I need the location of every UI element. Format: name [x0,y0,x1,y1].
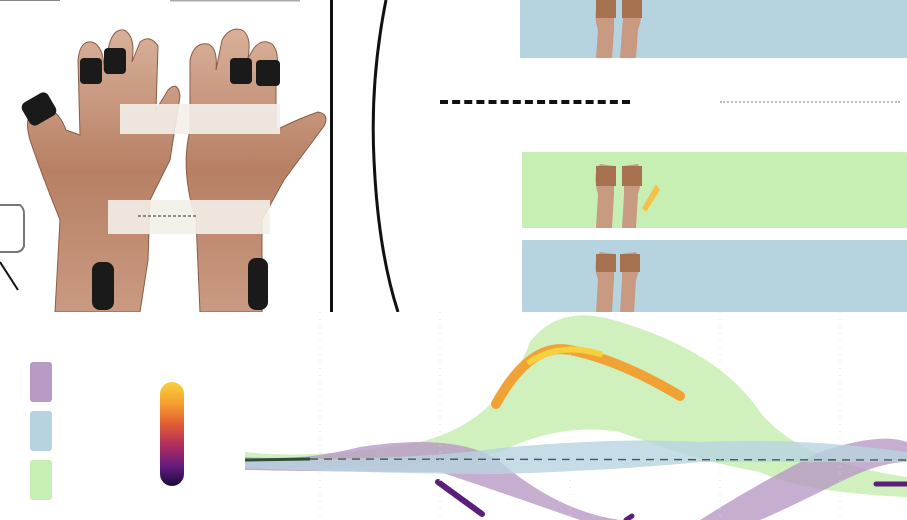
sensor-icon [80,58,102,84]
right-hand [185,28,327,312]
sensor-icon [256,60,280,86]
trajectory-plot [244,312,907,520]
left-hand [21,29,181,312]
timeline-bar-top [520,0,907,58]
timeline-bar-middle [522,152,907,228]
hands-thumbnail [595,252,640,312]
hands-thumbnail [595,164,660,228]
hands-thumbnail [595,0,642,58]
legend-swatch-purple [30,362,52,402]
sensor-icon [92,262,114,310]
timeline-divider-dotted [720,101,900,107]
legend-swatch-blue [30,411,52,451]
hands-illustration [0,0,332,312]
timeline-divider-dashed [440,100,630,108]
panel-divider [330,0,333,312]
trajectory-curve-purple [435,479,485,517]
tape-band [120,104,280,134]
sensor-icon [21,92,57,126]
band-blue [245,440,907,474]
tape-band [108,200,270,234]
sensor-icon [104,48,126,74]
sensor-icon [230,58,252,84]
legend-swatch-green [30,460,52,500]
hands-drawing [0,0,327,312]
bracket-curve [371,0,400,312]
timeline-bar-bottom [522,240,907,312]
colorbar [160,382,184,486]
sensor-icon [248,258,268,310]
